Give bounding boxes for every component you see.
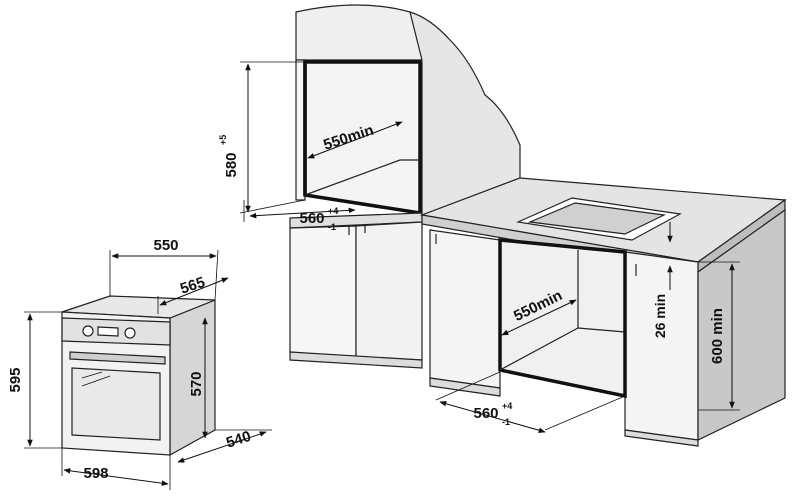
counter-gap-label: 26 min <box>652 294 668 338</box>
knob-left-icon <box>82 325 94 337</box>
oven-width-label: 598 <box>83 465 108 482</box>
oven-top-width-label: 550 <box>153 237 178 254</box>
counter-niche-width-sup: +4 <box>502 401 512 411</box>
oven-depth-total-label: 565 <box>178 274 207 298</box>
counter-niche-width-label: 560 <box>473 405 498 422</box>
column-niche-width-label: 560 <box>299 210 324 227</box>
oven-front-height-label: 570 <box>188 371 205 396</box>
oven-height-label: 595 <box>7 367 24 392</box>
counter-niche-width-sub: -1 <box>502 417 510 427</box>
dimension-lines <box>24 61 740 490</box>
column-niche-width-sup: +4 <box>328 206 338 216</box>
oven-depth-body-label: 540 <box>224 428 253 452</box>
knob-right-icon <box>124 327 136 339</box>
column-niche-width-sub: -1 <box>328 222 336 232</box>
column-niche-height-sup: +5 <box>218 135 228 145</box>
column-niche-height-label: 580 <box>223 152 240 177</box>
counter-height-label: 600 min <box>709 308 726 364</box>
counter-cabinet <box>419 177 787 447</box>
